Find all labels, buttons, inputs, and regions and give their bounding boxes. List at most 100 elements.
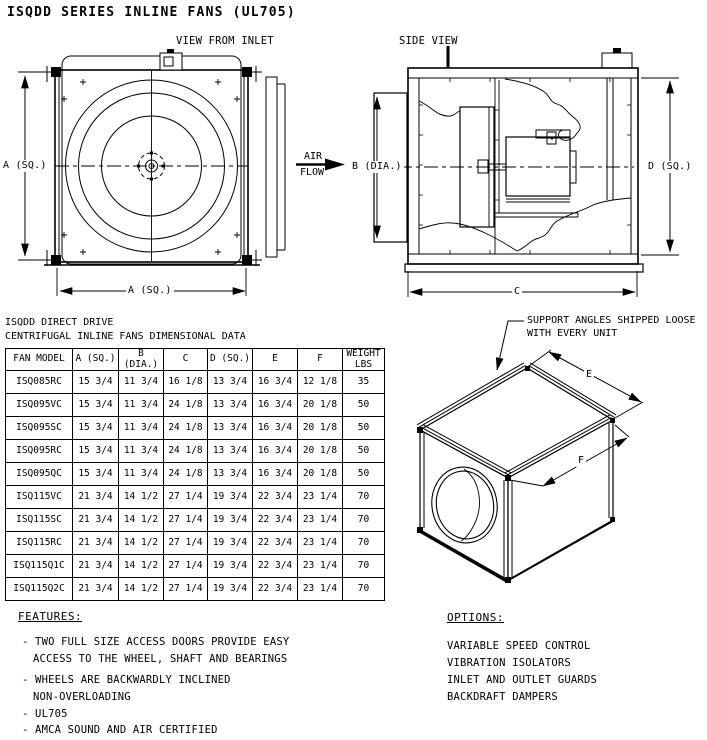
bottom-angle-right — [508, 520, 614, 581]
airflow-label-air: AIR — [304, 151, 323, 162]
table-cell: 15 3/4 — [72, 462, 119, 486]
dim-label-b: B (DIA.) — [350, 161, 404, 173]
side-view-label: SIDE VIEW — [399, 35, 458, 47]
table-cell: 11 3/4 — [118, 462, 164, 486]
table-cell: 22 3/4 — [252, 531, 298, 555]
airflow-label-flow: FLOW — [300, 167, 325, 178]
table-cell: 21 3/4 — [72, 508, 119, 532]
table-cell: 16 3/4 — [252, 416, 298, 440]
table-cell: 70 — [342, 508, 385, 532]
features-heading: FEATURES: — [18, 610, 83, 623]
feature-line: - AMCA SOUND AND AIR CERTIFIED — [22, 724, 218, 736]
table-cell: 70 — [342, 485, 385, 509]
wall-ticks — [419, 78, 631, 254]
table-cell: 12 1/8 — [297, 370, 343, 394]
table-cell: 16 1/8 — [163, 370, 208, 394]
table-cell: 24 1/8 — [163, 462, 208, 486]
table-cell: 22 3/4 — [252, 485, 298, 509]
table-cell: 50 — [342, 462, 385, 486]
table-cell: 70 — [342, 531, 385, 555]
table-cell: 13 3/4 — [207, 370, 253, 394]
dim-label-d: D (SQ.) — [646, 161, 694, 173]
table-cell: 14 1/2 — [118, 531, 164, 555]
table-cell: 21 3/4 — [72, 485, 119, 509]
dim-label-a-bottom: A (SQ.) — [126, 285, 174, 297]
col-header-fan-model: FAN MODEL — [5, 348, 73, 371]
table-cell: 24 1/8 — [163, 416, 208, 440]
table-cell: 23 1/4 — [297, 577, 343, 601]
table-title-line2: CENTRIFUGAL INLINE FANS DIMENSIONAL DATA — [5, 331, 246, 342]
table-cell: 14 1/2 — [118, 554, 164, 578]
option-item: VARIABLE SPEED CONTROL — [447, 640, 591, 652]
isometric-view-drawing — [416, 320, 644, 583]
feature-line: - WHEELS ARE BACKWARDLY INCLINED — [22, 674, 231, 686]
support-note-leader — [495, 320, 524, 371]
options-heading: OPTIONS: — [447, 611, 504, 624]
feature-line: ACCESS TO THE WHEEL, SHAFT AND BEARINGS — [33, 653, 288, 665]
table-cell: 19 3/4 — [207, 577, 253, 601]
col-header-a: A (SQ.) — [72, 348, 119, 371]
dim-label-e: E — [584, 369, 595, 381]
inlet-view-label: VIEW FROM INLET — [176, 35, 274, 47]
dimension-e — [528, 349, 644, 419]
air-flow-arrow — [296, 158, 345, 171]
table-cell: ISQ115Q2C — [5, 577, 73, 601]
fan-housing-outline — [61, 55, 242, 265]
table-cell: 14 1/2 — [118, 508, 164, 532]
table-cell: 50 — [342, 393, 385, 417]
col-header-e: E — [252, 348, 298, 371]
table-cell: 15 3/4 — [72, 393, 119, 417]
table-cell: 22 3/4 — [252, 508, 298, 532]
table-title-line1: ISQDD DIRECT DRIVE — [5, 317, 114, 328]
table-cell: 15 3/4 — [72, 439, 119, 463]
table-cell: 20 1/8 — [297, 462, 343, 486]
table-cell: 11 3/4 — [118, 370, 164, 394]
cutaway-lines — [418, 78, 632, 252]
table-cell: 21 3/4 — [72, 577, 119, 601]
table-cell: 27 1/4 — [163, 554, 208, 578]
feature-line: - TWO FULL SIZE ACCESS DOORS PROVIDE EAS… — [22, 636, 290, 648]
table-cell: 13 3/4 — [207, 416, 253, 440]
side-junction-box — [601, 48, 633, 69]
feature-line: - UL705 — [22, 708, 68, 720]
table-cell: 20 1/8 — [297, 393, 343, 417]
table-cell: 35 — [342, 370, 385, 394]
table-cell: ISQ115SC — [5, 508, 73, 532]
table-cell: 11 3/4 — [118, 439, 164, 463]
table-cell: 20 1/8 — [297, 439, 343, 463]
table-cell: 24 1/8 — [163, 439, 208, 463]
corner-posts — [423, 423, 610, 577]
table-cell: 16 3/4 — [252, 439, 298, 463]
dimension-c — [407, 271, 638, 297]
table-cell: 27 1/4 — [163, 508, 208, 532]
table-cell: 13 3/4 — [207, 462, 253, 486]
table-cell: 50 — [342, 439, 385, 463]
table-cell: 22 3/4 — [252, 554, 298, 578]
table-cell: ISQ085RC — [5, 370, 73, 394]
col-header-weight: WEIGHT LBS — [342, 348, 385, 371]
table-cell: 24 1/8 — [163, 393, 208, 417]
table-cell: ISQ115Q1C — [5, 554, 73, 578]
screw-marks — [61, 79, 240, 255]
col-header-d: D (SQ.) — [207, 348, 253, 371]
iso-inlet-opening — [431, 466, 498, 544]
table-cell: 19 3/4 — [207, 508, 253, 532]
support-note-line1: SUPPORT ANGLES SHIPPED LOOSE — [527, 315, 696, 326]
option-item: BACKDRAFT DAMPERS — [447, 691, 558, 703]
table-cell: 15 3/4 — [72, 416, 119, 440]
table-cell: 27 1/4 — [163, 577, 208, 601]
page-title: ISQDD SERIES INLINE FANS (UL705) — [7, 5, 296, 20]
table-cell: 23 1/4 — [297, 485, 343, 509]
table-cell: 13 3/4 — [207, 439, 253, 463]
dimensional-data-table: FAN MODEL A (SQ.) B (DIA.) C D (SQ.) E F… — [5, 348, 385, 601]
table-cell: ISQ095VC — [5, 393, 73, 417]
